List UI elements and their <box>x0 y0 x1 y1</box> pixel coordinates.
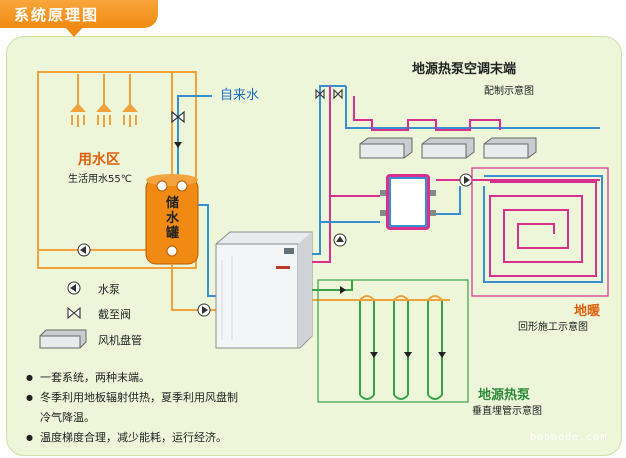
terminal-subtitle: 配制示意图 <box>484 86 534 97</box>
pump-icon <box>459 173 473 187</box>
floor-heating-coil-icon <box>483 175 603 283</box>
pump-icon <box>333 233 347 247</box>
water-zone-title: 用水区 <box>78 152 120 168</box>
note-item: 温度梯度合理，减少能耗，运行经济。 <box>26 428 238 448</box>
shower-head-icon <box>70 74 86 127</box>
flow-arrow-icon <box>174 142 182 148</box>
fan-coil-unit-icon <box>359 137 413 159</box>
flow-arrow-icon <box>370 352 378 358</box>
floor-heating-subtitle: 回形施工示意图 <box>518 322 588 333</box>
floor-heating-box <box>471 167 609 297</box>
legend-valve-label: 截至阀 <box>98 308 131 321</box>
storage-tank-icon <box>145 174 199 265</box>
ground-loop-icon <box>352 295 450 400</box>
flow-arrow-icon <box>438 352 446 358</box>
shower-head-icon <box>122 74 138 127</box>
note-item: 冬季利用地板辐射供热，夏季利用风盘制 <box>26 388 238 408</box>
header-pointer <box>64 26 84 37</box>
header-tab: 系统原理图 <box>0 0 158 28</box>
fan-coil-unit-icon <box>421 137 475 159</box>
heat-pump-unit-icon <box>215 231 313 349</box>
heat-exchanger-icon <box>380 174 436 230</box>
pump-icon <box>197 303 211 317</box>
note-item: 冷气降温。 <box>40 411 95 424</box>
terminal-title: 地源热泵空调末端 <box>412 62 517 77</box>
header-title: 系统原理图 <box>14 6 100 24</box>
ground-source-subtitle: 垂直埋管示意图 <box>472 406 542 417</box>
tap-water-label: 自来水 <box>220 88 260 103</box>
floor-heating-title: 地暖 <box>574 304 601 319</box>
note-item: 一套系统，两种末端。 <box>26 368 238 388</box>
ground-source-box <box>317 279 469 403</box>
flow-arrow-icon <box>404 352 412 358</box>
pump-icon <box>77 243 91 257</box>
watermark: bobmode.com <box>530 432 608 443</box>
valve-icon <box>315 88 343 100</box>
legend-fan-coil-label: 风机盘管 <box>98 334 142 347</box>
notes-list: 一套系统，两种末端。 冬季利用地板辐射供热，夏季利用风盘制 冷气降温。 温度梯度… <box>26 368 238 448</box>
legend-pump-label: 水泵 <box>98 283 120 296</box>
water-zone-subtitle: 生活用水55℃ <box>68 174 132 185</box>
legend-valve-icon <box>67 306 81 320</box>
flow-arrow-icon <box>340 286 346 294</box>
shower-head-icon <box>96 74 112 127</box>
ground-source-title: 地源热泵 <box>478 388 531 403</box>
fan-coil-unit-icon <box>483 137 537 159</box>
valve-icon <box>171 110 185 124</box>
tap-water-pipe <box>177 95 212 178</box>
legend-pump-icon <box>67 281 81 295</box>
water-zone-box <box>37 71 197 269</box>
legend-fan-coil-icon <box>39 329 87 349</box>
tank-label: 储水罐 <box>166 196 180 241</box>
